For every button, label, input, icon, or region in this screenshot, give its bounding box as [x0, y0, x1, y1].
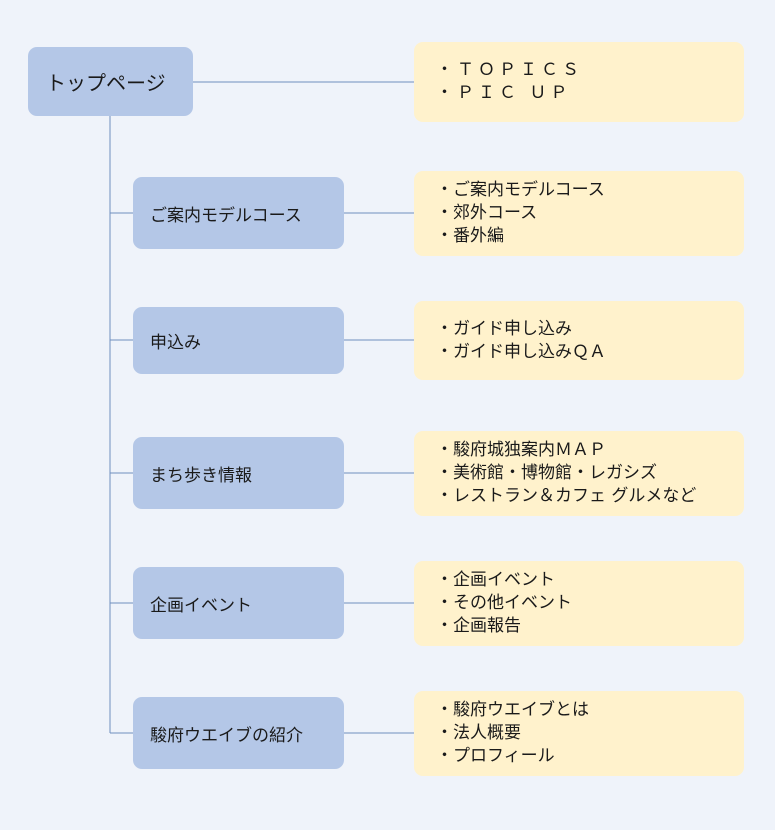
node-town-walk-info[interactable]: まち歩き情報	[133, 437, 344, 509]
town-walk-info-contents-box: ・駿府城独案内ＭＡＰ ・美術館・博物館・レガシズ ・レストラン＆カフェ グルメな…	[414, 431, 744, 516]
town-walk-info-item[interactable]: ・駿府城独案内ＭＡＰ	[436, 440, 606, 460]
node-sunpu-wave-intro-label: 駿府ウエイブの紹介	[150, 725, 303, 746]
top-page-item-pickup[interactable]: ・ＰＩＣ ＵＰ	[436, 83, 572, 103]
sunpu-wave-intro-item[interactable]: ・駿府ウエイブとは	[436, 700, 589, 720]
node-sunpu-wave-intro[interactable]: 駿府ウエイブの紹介	[133, 697, 344, 769]
planned-events-item[interactable]: ・企画報告	[436, 616, 521, 636]
node-planned-events-label: 企画イベント	[150, 595, 252, 616]
node-application[interactable]: 申込み	[133, 307, 344, 374]
model-course-item[interactable]: ・ご案内モデルコース	[436, 180, 605, 200]
node-model-course-label: ご案内モデルコース	[150, 205, 302, 226]
node-top-page[interactable]: トップページ	[28, 47, 193, 116]
sunpu-wave-intro-contents-box: ・駿府ウエイブとは ・法人概要 ・プロフィール	[414, 691, 744, 776]
node-top-page-label: トップページ	[46, 71, 166, 95]
sunpu-wave-intro-item[interactable]: ・法人概要	[436, 723, 521, 743]
node-planned-events[interactable]: 企画イベント	[133, 567, 344, 639]
model-course-contents-box: ・ご案内モデルコース ・郊外コース ・番外編	[414, 171, 744, 256]
node-application-label: 申込み	[150, 333, 201, 353]
application-item[interactable]: ・ガイド申し込みＱＡ	[436, 341, 606, 362]
sunpu-wave-intro-item[interactable]: ・プロフィール	[436, 746, 555, 766]
town-walk-info-item[interactable]: ・美術館・博物館・レガシズ	[436, 463, 657, 483]
node-town-walk-info-label: まち歩き情報	[150, 465, 252, 486]
model-course-item[interactable]: ・郊外コース	[436, 203, 538, 223]
top-page-item-topics[interactable]: ・ＴＯＰＩＣＳ	[436, 60, 583, 80]
planned-events-item[interactable]: ・その他イベント	[436, 593, 572, 613]
town-walk-info-item[interactable]: ・レストラン＆カフェ グルメなど	[436, 486, 697, 506]
model-course-item[interactable]: ・番外編	[436, 226, 504, 246]
application-contents-box: ・ガイド申し込み ・ガイド申し込みＱＡ	[414, 301, 744, 380]
planned-events-contents-box: ・企画イベント ・その他イベント ・企画報告	[414, 561, 744, 646]
application-item[interactable]: ・ガイド申し込み	[436, 318, 572, 339]
top-page-contents-box: ・ＴＯＰＩＣＳ ・ＰＩＣ ＵＰ	[414, 42, 744, 122]
planned-events-item[interactable]: ・企画イベント	[436, 570, 555, 590]
node-model-course[interactable]: ご案内モデルコース	[133, 177, 344, 249]
